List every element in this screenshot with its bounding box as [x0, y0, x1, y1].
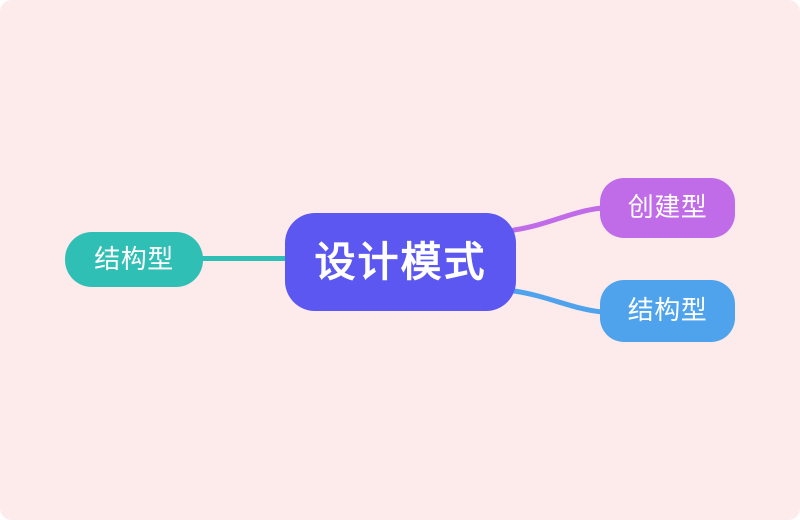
connector-root-to-creational: [511, 205, 605, 233]
mindmap-branch-left-structural-label: 结构型: [94, 244, 174, 275]
mindmap-branch-left-structural[interactable]: 结构型: [65, 232, 203, 287]
mindmap-branch-creational-label: 创建型: [627, 193, 708, 223]
mindmap-branch-right-structural-label: 结构型: [627, 296, 708, 326]
connector-root-to-right-structural: [511, 288, 605, 315]
mindmap-branch-creational[interactable]: 创建型: [600, 178, 735, 238]
mindmap-root-node[interactable]: 设计模式: [285, 213, 516, 311]
mindmap-branch-right-structural[interactable]: 结构型: [600, 280, 735, 342]
mindmap-root-label: 设计模式: [314, 237, 487, 286]
